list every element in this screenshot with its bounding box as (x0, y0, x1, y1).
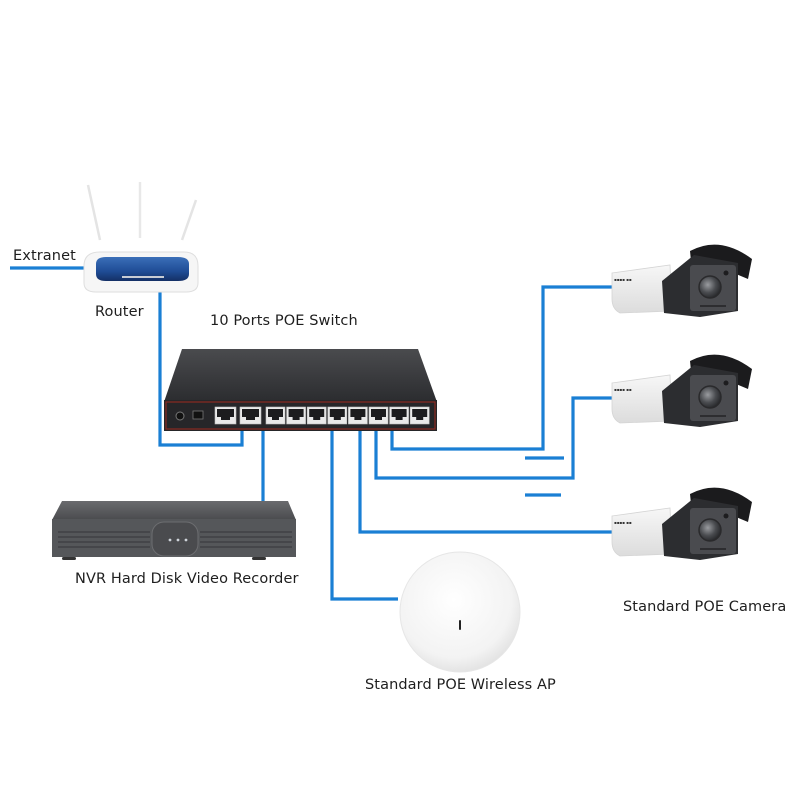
camera-model-text: ▪▪▪▪ ▪▪ (614, 520, 632, 525)
cable-switch-ap (330, 426, 398, 601)
camera-brand-strip (700, 548, 726, 550)
rj45-socket-icon (309, 409, 325, 420)
extranet-label: Extranet (13, 248, 76, 264)
nvr-led (168, 538, 172, 542)
rj45-socket-icon (242, 409, 259, 420)
rj45-socket-icon (288, 409, 304, 420)
camera-body (611, 264, 673, 314)
cable-switch-camera-3 (358, 426, 612, 534)
ap-dome (399, 551, 521, 673)
nvr-foot (252, 557, 266, 560)
switch-front-trim (165, 401, 436, 430)
rj45-socket-icon (268, 409, 283, 420)
camera-brand-strip (700, 305, 726, 307)
rj45-socket-icon (329, 409, 345, 420)
switch-label: 10 Ports POE Switch (210, 313, 358, 329)
camera-model-text: ▪▪▪▪ ▪▪ (614, 277, 632, 282)
router-antenna (180, 199, 198, 241)
nvr-led (176, 538, 180, 542)
nvr-center-panel (151, 521, 199, 557)
cable-switch-camera-2 (374, 396, 612, 480)
router-antenna (86, 184, 102, 241)
reset-switch-icon (192, 410, 204, 420)
camera-model-text: ▪▪▪▪ ▪▪ (614, 387, 632, 392)
camera-lens-icon (698, 275, 722, 299)
poe-switch-device (164, 349, 437, 431)
rj45-socket-icon (350, 409, 366, 420)
wireless-ap-device (399, 551, 521, 673)
nvr-top (52, 501, 296, 520)
camera-ir-sensor (723, 513, 729, 519)
rj45-socket-icon (391, 409, 407, 420)
router-device (83, 182, 199, 293)
ap-label: Standard POE Wireless AP (365, 677, 556, 693)
rj45-socket-icon (412, 409, 428, 420)
camera-brand-strip (700, 415, 726, 417)
router-label: Router (95, 304, 144, 320)
nvr-label: NVR Hard Disk Video Recorder (75, 571, 299, 587)
nvr-foot (62, 557, 76, 560)
camera-device: ▪▪▪▪ ▪▪ (611, 244, 752, 317)
cable-router-switch (158, 292, 244, 447)
cable-switch-camera-1 (390, 285, 612, 451)
ap-status-led (459, 620, 461, 630)
rj45-socket-icon (371, 409, 386, 420)
camera-ir-sensor (723, 380, 729, 386)
camera-lens-icon (698, 518, 722, 542)
camera-ir-sensor (723, 270, 729, 276)
rj45-socket-icon (217, 409, 234, 420)
switch-top (164, 349, 437, 402)
router-blue-panel (96, 257, 189, 281)
camera-lens-icon (698, 385, 722, 409)
power-jack-icon (175, 411, 185, 421)
nvr-device (52, 501, 296, 560)
camera-body (611, 507, 673, 557)
camera-body (611, 374, 673, 424)
nvr-led (184, 538, 188, 542)
camera-device: ▪▪▪▪ ▪▪ (611, 354, 752, 427)
camera-label: Standard POE Camera (623, 599, 787, 615)
router-led-strip (122, 276, 164, 278)
nvr-vents (58, 531, 292, 548)
camera-device: ▪▪▪▪ ▪▪ (611, 487, 752, 560)
